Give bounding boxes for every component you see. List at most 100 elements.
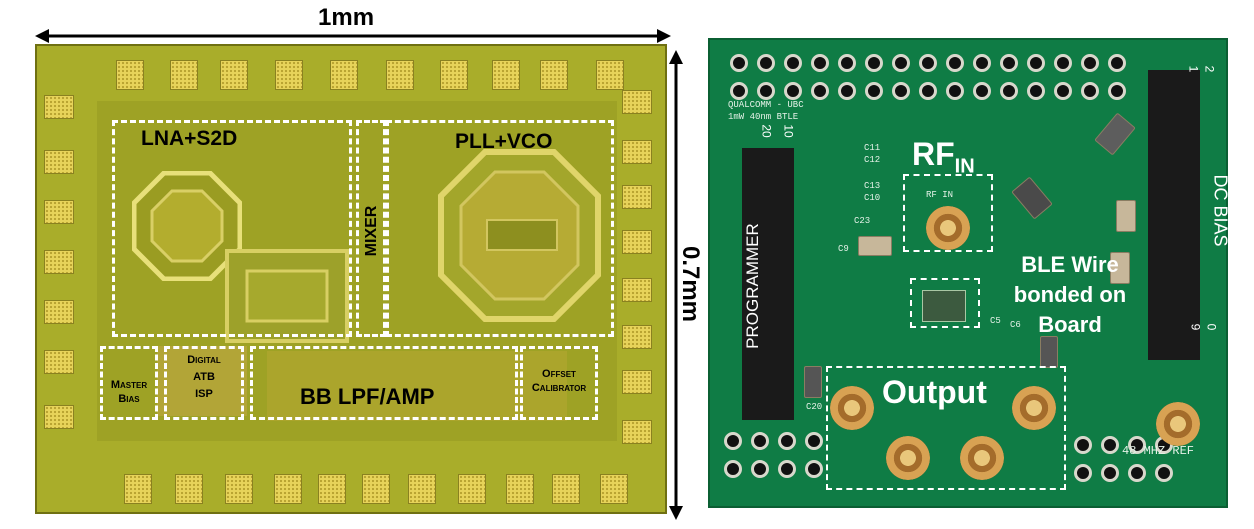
- through-hole: [1074, 464, 1092, 482]
- bond-pad: [622, 90, 652, 114]
- through-hole: [1101, 464, 1119, 482]
- bb-label: BB LPF/AMP: [300, 384, 435, 409]
- offset-label: Offset Calibrator: [520, 367, 598, 395]
- lna-block-outline: [112, 120, 352, 337]
- output-label: Output: [882, 374, 987, 410]
- bond-pad: [622, 370, 652, 394]
- through-hole: [757, 82, 775, 100]
- bond-pad: [408, 474, 436, 504]
- bond-pad: [44, 350, 74, 374]
- through-hole: [973, 82, 991, 100]
- ble-label: BLE Wire bonded on Board: [1000, 250, 1140, 340]
- through-hole: [1074, 436, 1092, 454]
- master-bias-label: Master Bias: [100, 378, 158, 406]
- bond-pad: [540, 60, 568, 90]
- rf-in-label: RFIN: [912, 136, 975, 178]
- through-hole: [1000, 54, 1018, 72]
- bond-pad: [458, 474, 486, 504]
- through-hole: [751, 432, 769, 450]
- rf-in-connector: [926, 206, 970, 250]
- lna-inductor: [132, 171, 242, 281]
- header-pin-0: 0: [1204, 323, 1219, 331]
- cap-label-c5: C5: [990, 316, 1001, 326]
- bond-pad: [274, 474, 302, 504]
- bond-pad: [275, 60, 303, 90]
- through-hole: [1128, 436, 1146, 454]
- through-hole: [730, 82, 748, 100]
- through-hole: [778, 460, 796, 478]
- capacitor: [1110, 252, 1130, 284]
- digital-structure: [157, 346, 247, 416]
- through-hole: [811, 54, 829, 72]
- bond-pad: [622, 420, 652, 444]
- through-hole: [865, 82, 883, 100]
- through-hole: [1027, 54, 1045, 72]
- bond-pad: [44, 405, 74, 429]
- through-hole: [1054, 54, 1072, 72]
- through-hole: [919, 54, 937, 72]
- cap-label-c10: C10: [864, 193, 881, 203]
- height-label: 0.7mm: [677, 245, 704, 323]
- offset-line-2: Calibrator: [531, 382, 587, 394]
- through-hole: [757, 54, 775, 72]
- rf-in-label-subscript: IN: [954, 155, 975, 178]
- through-hole: [784, 82, 802, 100]
- output-outline: [826, 366, 1066, 490]
- through-hole: [919, 82, 937, 100]
- bond-pad: [622, 230, 652, 254]
- digital-outline: [164, 346, 244, 420]
- through-hole: [724, 432, 742, 450]
- through-hole: [946, 54, 964, 72]
- header-pin-20: 20: [759, 124, 774, 138]
- bb-outline: [250, 346, 518, 420]
- dc-bias-header: [1148, 70, 1200, 360]
- output-connector: [830, 386, 874, 430]
- rf-in-outline: [903, 174, 993, 252]
- capacitor: [1040, 336, 1058, 368]
- bond-pad: [44, 200, 74, 224]
- bond-pad: [116, 60, 144, 90]
- through-hole: [751, 460, 769, 478]
- through-hole: [838, 82, 856, 100]
- through-hole: [973, 54, 991, 72]
- dc-bias-label: DC BIAS: [1210, 174, 1231, 247]
- vco-inductor: [438, 149, 601, 322]
- through-hole: [724, 460, 742, 478]
- through-hole: [1108, 82, 1126, 100]
- pll-label: PLL+VCO: [455, 130, 553, 153]
- width-dimension-arrow: [35, 29, 671, 43]
- bond-pad: [506, 474, 534, 504]
- rf-in-label-main: RF: [912, 136, 955, 172]
- bond-pad: [175, 474, 203, 504]
- ref-silk: 48 MHZ REF: [1122, 444, 1195, 458]
- header-pin-9: 9: [1188, 323, 1203, 331]
- ble-line-1: BLE Wire: [1021, 252, 1119, 277]
- header-pin-10: 10: [781, 124, 796, 138]
- bond-pad: [600, 474, 628, 504]
- header-pin-2: 2: [1202, 65, 1217, 73]
- mixer-label: MIXER: [363, 205, 380, 257]
- bond-pad: [622, 140, 652, 164]
- capacitor: [1011, 176, 1053, 220]
- board-silk-desc: 1mW 40nm BTLE: [728, 112, 799, 122]
- digital-label: Digital ATB ISP: [164, 352, 244, 403]
- board-silk-brand: QUALCOMM - UBC: [728, 100, 804, 110]
- bond-pad: [44, 95, 74, 119]
- bond-pad: [362, 474, 390, 504]
- through-hole: [784, 54, 802, 72]
- mixer-block-outline: [356, 120, 386, 337]
- through-hole: [778, 432, 796, 450]
- output-connector: [1012, 386, 1056, 430]
- through-hole: [1081, 54, 1099, 72]
- lna-label: LNA+S2D: [141, 127, 238, 150]
- bond-pad: [44, 150, 74, 174]
- bond-pad: [622, 185, 652, 209]
- programmer-label: PROGRAMMER: [743, 223, 762, 349]
- bond-pad: [225, 474, 253, 504]
- through-hole: [1027, 82, 1045, 100]
- output-connector: [886, 436, 930, 480]
- through-hole: [805, 460, 823, 478]
- through-hole: [730, 54, 748, 72]
- cap-label-c23: C23: [854, 216, 871, 226]
- bond-pad: [44, 300, 74, 324]
